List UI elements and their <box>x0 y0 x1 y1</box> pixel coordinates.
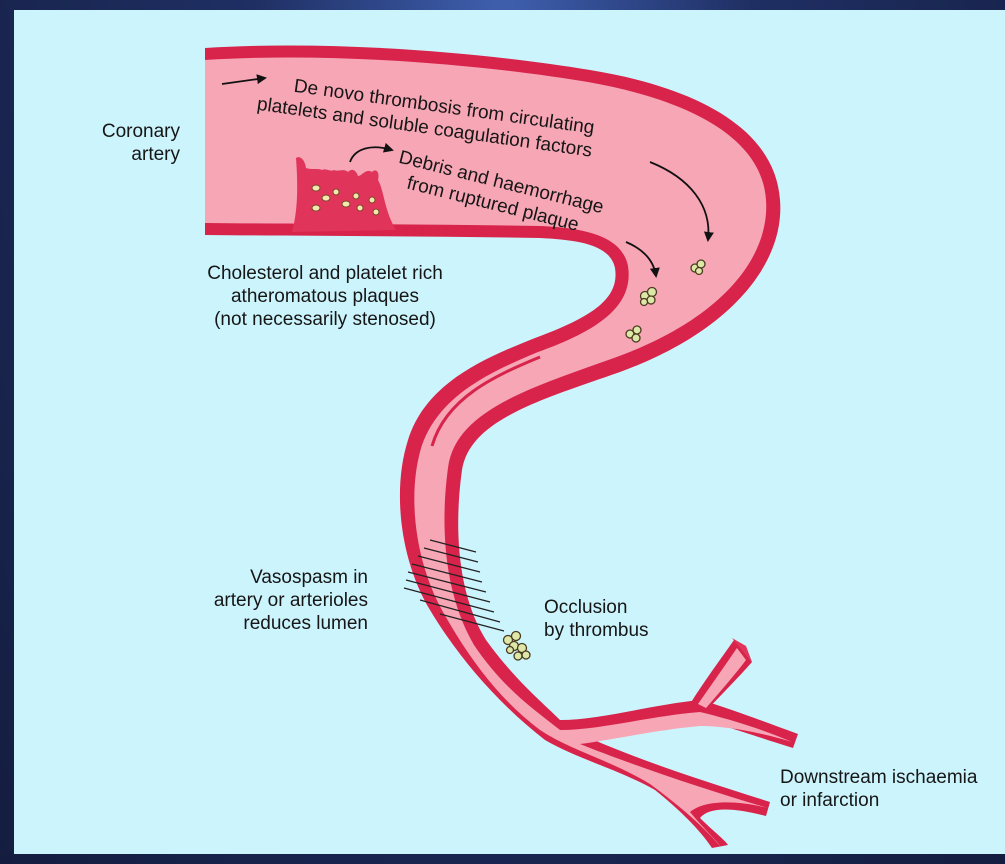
coronary-artery-vessel <box>205 45 798 848</box>
coronary-artery-label: Coronary artery <box>60 120 180 166</box>
downstream-label-line: Downstream ischaemia <box>780 766 977 789</box>
plaques-label: Cholesterol and platelet rich atheromato… <box>180 262 470 331</box>
cholesterol-particle <box>353 193 359 199</box>
plaques-label-line: (not necessarily stenosed) <box>180 308 470 331</box>
cholesterol-particle <box>357 205 363 211</box>
cholesterol-particle <box>373 209 379 215</box>
downstream-label: Downstream ischaemia or infarction <box>780 766 977 812</box>
occlusion-label-line: Occlusion <box>544 596 649 619</box>
vasospasm-label-line: artery or arterioles <box>190 589 368 612</box>
cholesterol-particle <box>312 205 320 211</box>
cholesterol-particle <box>312 185 320 191</box>
plaques-label-line: Cholesterol and platelet rich <box>180 262 470 285</box>
occlusion-label-line: by thrombus <box>544 619 649 642</box>
coronary-artery-label-line: artery <box>60 143 180 166</box>
cholesterol-particle <box>369 197 375 203</box>
occluding-thrombus <box>504 632 531 661</box>
downstream-label-line: or infarction <box>780 789 977 812</box>
cholesterol-particle <box>322 195 330 201</box>
vasospasm-label: Vasospasm in artery or arterioles reduce… <box>190 566 368 635</box>
occlusion-label: Occlusion by thrombus <box>544 596 649 642</box>
coronary-artery-label-line: Coronary <box>60 120 180 143</box>
cholesterol-particle <box>342 201 350 207</box>
plaques-label-line: atheromatous plaques <box>180 285 470 308</box>
vasospasm-label-line: reduces lumen <box>190 612 368 635</box>
vasospasm-label-line: Vasospasm in <box>190 566 368 589</box>
cholesterol-particle <box>333 189 339 195</box>
